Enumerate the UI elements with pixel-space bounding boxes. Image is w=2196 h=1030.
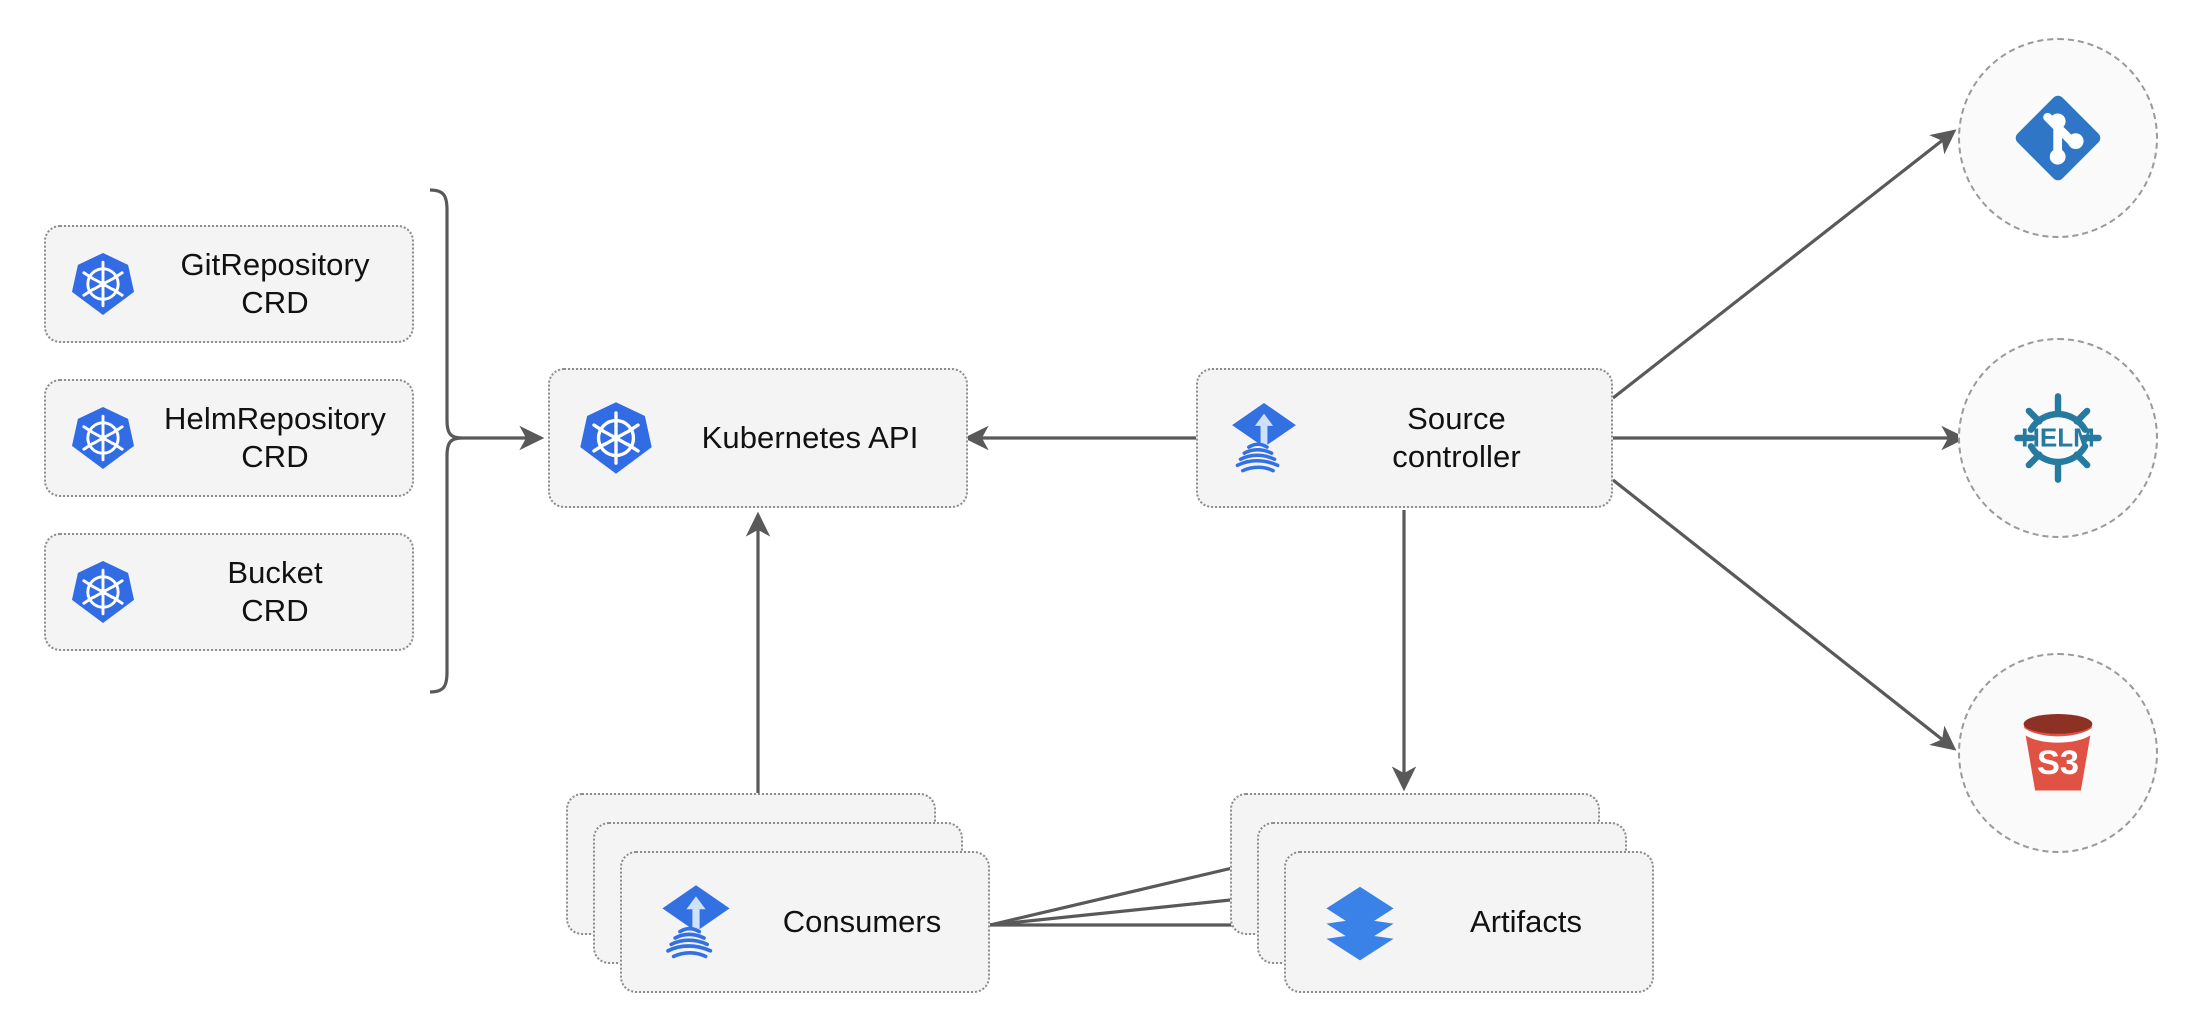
layers-icon [1320, 882, 1400, 962]
kubernetes-icon [578, 400, 654, 476]
gitrepository-crd-label: GitRepository CRD [180, 247, 370, 320]
s3-bucket-icon: S3 [2006, 701, 2110, 805]
bucket-crd-label: Bucket CRD [227, 555, 323, 628]
kubernetes-icon [70, 405, 136, 471]
edge-source-to-git [1612, 129, 1957, 400]
git-source-circle[interactable] [1958, 38, 2158, 238]
s3-wordmark: S3 [2037, 744, 2079, 782]
git-icon [2006, 86, 2110, 190]
kubernetes-api-node[interactable]: Kubernetes API [548, 368, 968, 508]
flux-icon [656, 882, 736, 962]
helmrepository-crd-label: HelmRepository CRD [164, 401, 386, 474]
consumers-card-front[interactable]: Consumers [620, 851, 990, 993]
edge-source-to-s3 [1612, 478, 1957, 751]
source-controller-label: Source controller [1392, 401, 1521, 474]
crd-group-brace [429, 188, 463, 694]
flux-icon [1226, 400, 1302, 476]
helm-icon: HELM [2006, 386, 2110, 490]
artifacts-stack[interactable]: Artifacts [1230, 793, 1654, 993]
consumers-label: Consumers [782, 904, 942, 939]
source-controller-node[interactable]: Source controller [1196, 368, 1613, 508]
helm-source-circle[interactable]: HELM [1958, 338, 2158, 538]
kubernetes-icon [70, 559, 136, 625]
s3-source-circle[interactable]: S3 [1958, 653, 2158, 853]
artifacts-card-front[interactable]: Artifacts [1284, 851, 1654, 993]
kubernetes-icon [70, 251, 136, 317]
gitrepository-crd-card[interactable]: GitRepository CRD [44, 225, 414, 343]
artifacts-label: Artifacts [1470, 904, 1582, 939]
helmrepository-crd-card[interactable]: HelmRepository CRD [44, 379, 414, 497]
helm-wordmark: HELM [2021, 422, 2095, 452]
bucket-crd-card[interactable]: Bucket CRD [44, 533, 414, 651]
edge-consumers-to-artifacts-1 [989, 854, 1263, 927]
kubernetes-api-label: Kubernetes API [701, 420, 919, 456]
consumers-stack[interactable]: Consumers [566, 793, 990, 993]
